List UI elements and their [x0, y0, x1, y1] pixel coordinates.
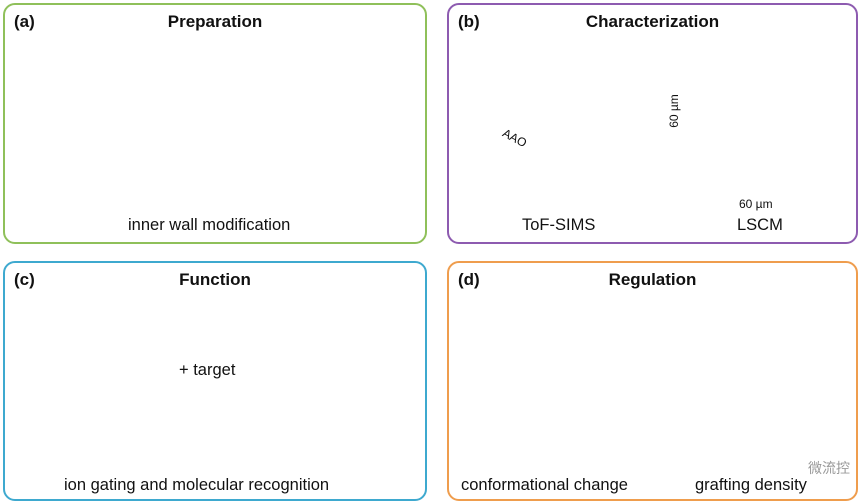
panel-title-regulation: Regulation	[608, 270, 697, 289]
panel-preparation: (a) Preparation	[3, 3, 427, 244]
scale-label-vertical: 60 µm	[666, 94, 681, 128]
layer-label-ito: ITO	[548, 66, 568, 80]
label-cy5: Cy5	[748, 94, 770, 108]
panel-label-c: (c)	[14, 270, 35, 289]
scale-label-horizontal: 60 µm	[739, 197, 773, 211]
caption-grafting: grafting density	[695, 476, 807, 494]
caption-inner-wall: inner wall modification	[128, 216, 291, 234]
arrow-label-target: + target	[179, 361, 236, 379]
panel-title-preparation: Preparation	[167, 12, 263, 31]
caption-lscm: LSCM	[737, 216, 783, 234]
caption-tof-sims: ToF-SIMS	[522, 216, 596, 234]
panel-title-function: Function	[179, 270, 251, 289]
panel-function: (c) Function	[3, 261, 427, 501]
panel-title-characterization: Characterization	[585, 12, 720, 31]
caption-conformational: conformational change	[461, 476, 628, 494]
watermark: 微流控	[808, 460, 850, 476]
panel-label-b: (b)	[458, 12, 480, 31]
caption-ion-gating: ion gating and molecular recognition	[64, 476, 330, 494]
panel-label-a: (a)	[14, 12, 35, 31]
panel-characterization: (b) Characterization	[447, 3, 858, 244]
panel-label-d: (d)	[458, 270, 480, 289]
panel-regulation: (d) Regulation	[447, 261, 858, 501]
